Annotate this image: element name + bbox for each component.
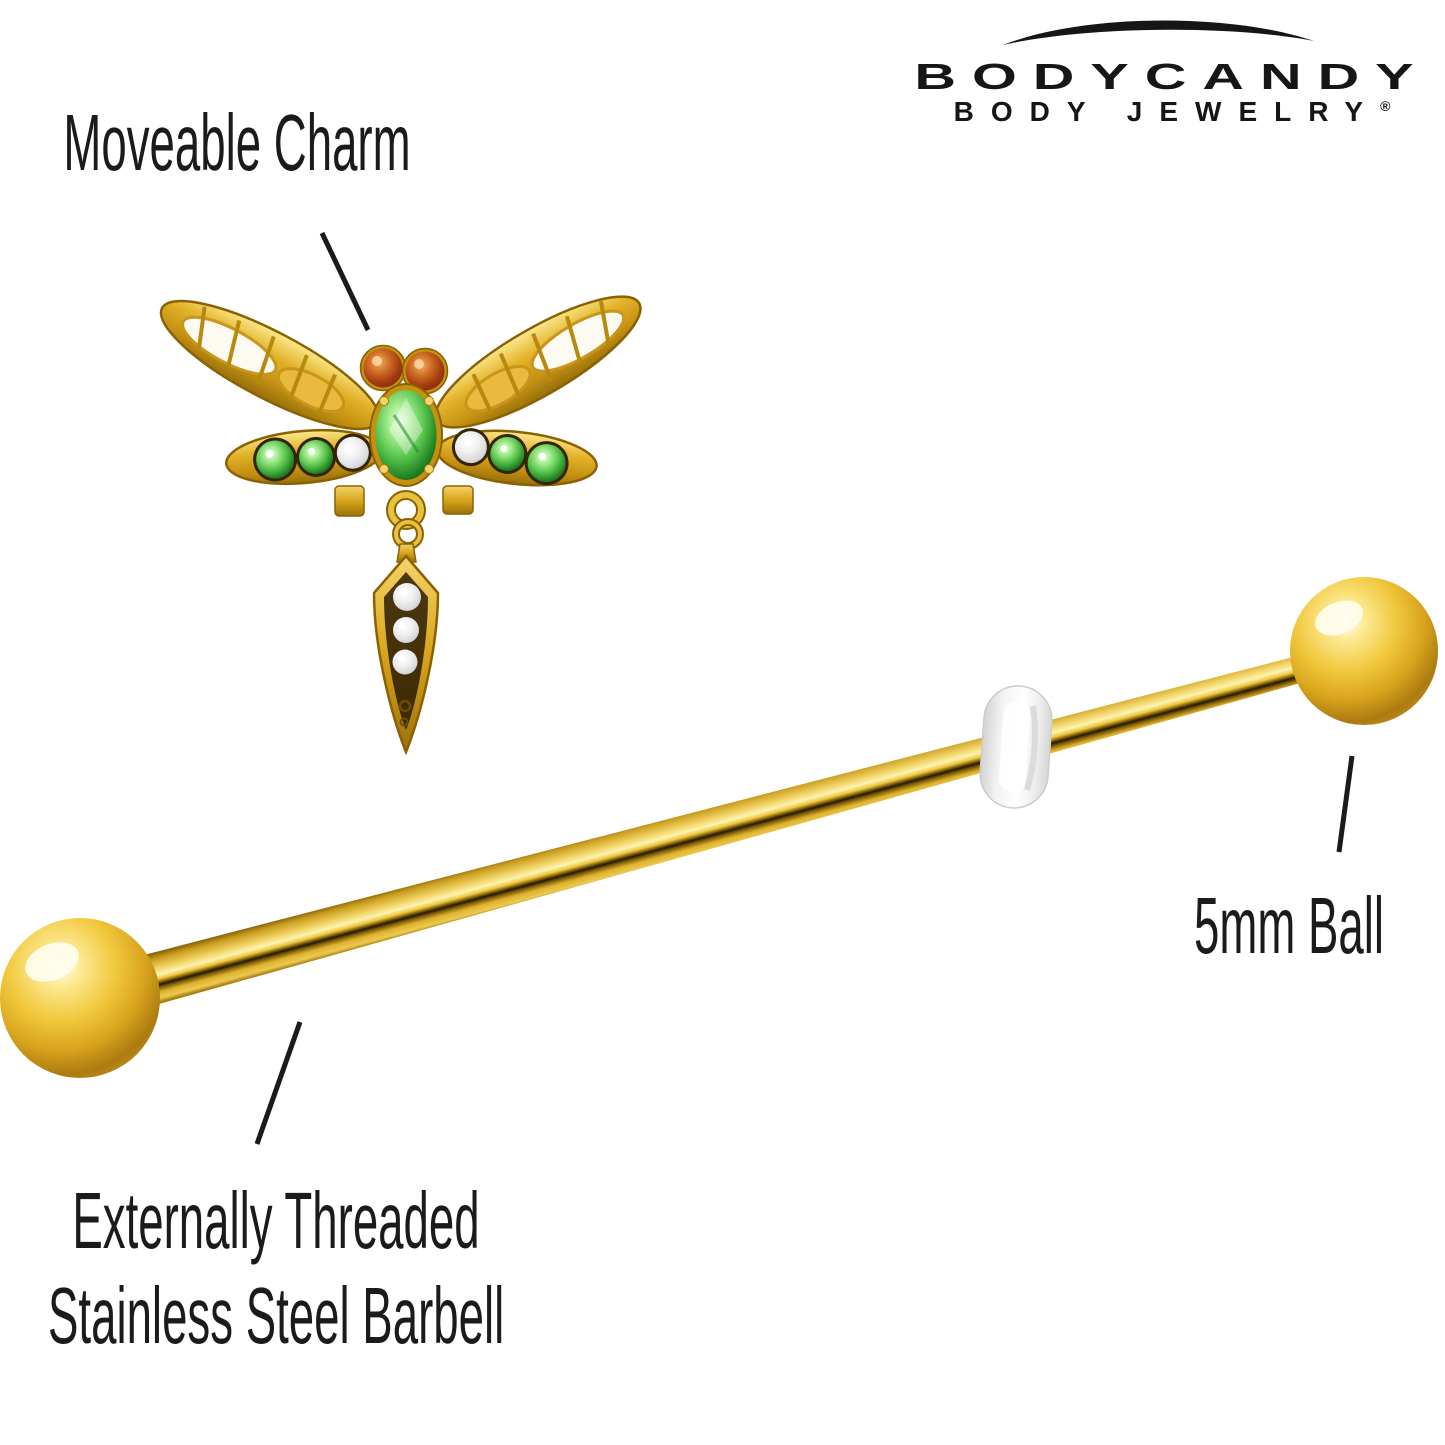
crystal-green (527, 444, 566, 483)
logo-tagline: BODY JEWELRY® (912, 98, 1432, 126)
crystal-red-eye (363, 348, 403, 388)
registered-mark: ® (1380, 98, 1391, 114)
dragonfly-charm (159, 295, 642, 756)
industrial-barbell (0, 577, 1438, 1078)
crystal-clear (393, 583, 421, 611)
lower-left-wing (225, 428, 383, 486)
crystal-clear (336, 436, 369, 469)
barbell-material-label-line1: Externally Threaded (72, 1176, 480, 1265)
barbell-ball-left (0, 918, 160, 1078)
brand-logo: BODYCANDY BODY JEWELRY® (0, 0, 1445, 150)
ball-size-label: 5mm Ball (1193, 881, 1385, 970)
spike-dangle (372, 554, 440, 756)
charm-clamp-tab-left (334, 485, 365, 517)
crystal-green (490, 436, 525, 471)
barbell-material-label: Externally Threaded Stainless Steel Barb… (48, 1173, 504, 1363)
callout-lines (254, 231, 1355, 1145)
o-ring (979, 685, 1053, 809)
barbell-ball-right (1290, 577, 1438, 725)
callout-line-barbell (254, 1021, 303, 1145)
logo-swoosh-icon (1003, 20, 1314, 45)
crystal-clear (393, 617, 419, 643)
o-ring-highlight (998, 701, 1031, 792)
lower-right-wing (436, 428, 598, 487)
callout-line-ball (1336, 755, 1355, 853)
crystal-clear (454, 431, 487, 464)
ball-left-highlight (25, 942, 79, 982)
moveable-charm-label: Moveable Charm (63, 98, 411, 187)
barbell-material-label-line2: Stainless Steel Barbell (48, 1271, 505, 1361)
crystal-green (299, 439, 334, 474)
callout-line-moveable-charm (319, 231, 371, 332)
logo-swoosh-shape (1003, 20, 1314, 45)
upper-left-wing (159, 299, 381, 431)
logo-wordmark: BODYCANDY (914, 56, 1430, 97)
o-ring-shade (1024, 705, 1038, 791)
crystal-green (256, 440, 295, 479)
charm-clamp-tab-right (442, 485, 474, 515)
ball-right-highlight (1315, 600, 1363, 636)
upper-right-wing (434, 295, 642, 429)
crystal-clear (392, 649, 418, 675)
logo-tagline-text: BODY JEWELRY (953, 96, 1381, 127)
